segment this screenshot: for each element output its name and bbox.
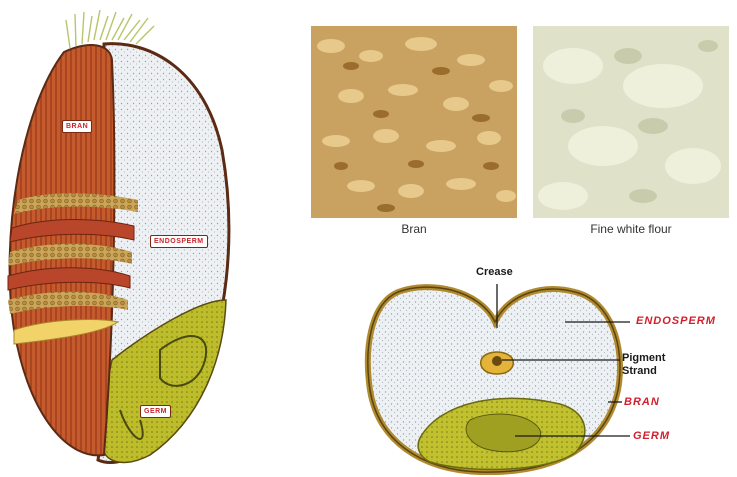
- flour-caption: Fine white flour: [533, 222, 729, 236]
- kernel-label-endosperm: ENDOSPERM: [150, 235, 208, 248]
- kernel-label-germ: GERM: [140, 405, 171, 418]
- cross-section-endosperm-label: ENDOSPERM: [636, 315, 716, 327]
- cross-section-germ-label: GERM: [633, 430, 670, 442]
- kernel-longitudinal-illustration: [0, 0, 260, 477]
- kernel-cross-section-illustration: [360, 270, 630, 475]
- flour-photo: [533, 26, 729, 218]
- pigment-strand-label: Pigment Strand: [622, 352, 665, 378]
- bran-caption: Bran: [311, 222, 517, 236]
- cross-section-bran-label: BRAN: [624, 396, 660, 408]
- pigment-strand: [481, 352, 513, 374]
- pigment-strand-label-line1: Pigment: [622, 352, 665, 365]
- kernel-label-bran: BRAN: [62, 120, 92, 133]
- pigment-strand-label-line2: Strand: [622, 365, 665, 378]
- bran-photo: [311, 26, 517, 218]
- crease-label: Crease: [476, 266, 513, 279]
